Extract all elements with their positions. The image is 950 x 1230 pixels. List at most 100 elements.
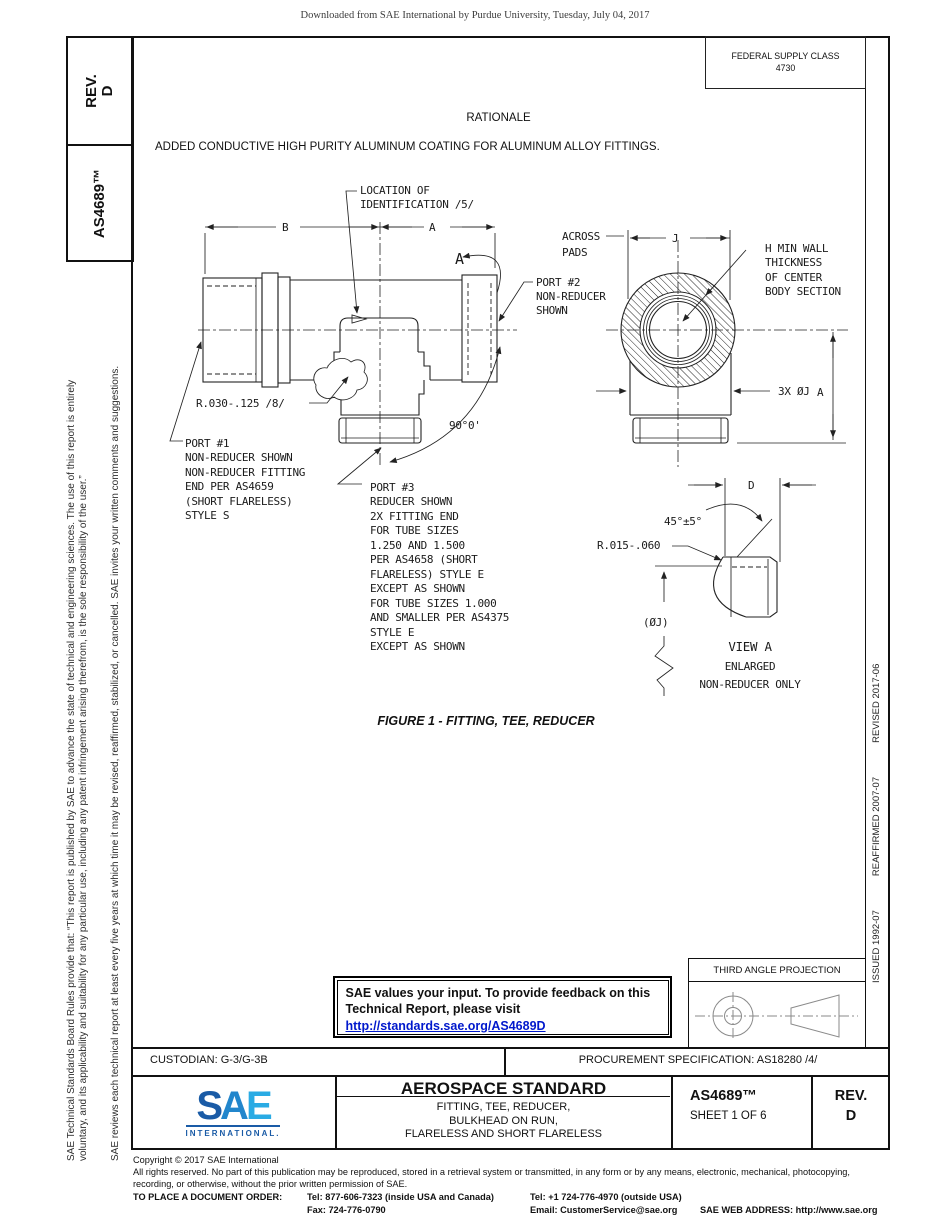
view-a-detail	[654, 478, 816, 696]
title-rev-label: REV.	[834, 1088, 868, 1104]
dim-a-side-label: A	[817, 386, 824, 399]
rationale-text: ADDED CONDUCTIVE HIGH PURITY ALUMINUM CO…	[155, 141, 660, 153]
port1-line1: PORT #1	[185, 437, 229, 450]
view-a-title: VIEW A	[728, 639, 772, 654]
hmin-line3: OF CENTER	[765, 271, 823, 284]
projection-label: THIRD ANGLE PROJECTION	[689, 959, 865, 982]
feedback-line1: SAE values your input. To provide feedba…	[345, 985, 651, 1000]
subtitle-line3: FLARELESS AND SHORT FLARELESS	[404, 1128, 603, 1140]
subtitle-line2: BULKHEAD ON RUN,	[449, 1114, 558, 1127]
port3-line11: STYLE E	[370, 626, 414, 639]
fsc-value: 4730	[775, 63, 796, 73]
number-cell-divider	[671, 1077, 673, 1150]
sae-logo-subtext: INTERNATIONAL.	[185, 1125, 281, 1138]
rights-line1: All rights reserved. No part of this pub…	[133, 1167, 850, 1177]
port3-line10: AND SMALLER PER AS4375	[370, 611, 509, 624]
dim-j-label: J	[672, 232, 678, 245]
rev-box-text: REV. D	[82, 74, 116, 108]
port3-line4: FOR TUBE SIZES	[370, 524, 459, 537]
custodian-cell: CUSTODIAN: G-3/G-3B	[150, 1054, 268, 1066]
port2-line1: PORT #2	[536, 276, 580, 289]
view-a-sub2: NON-REDUCER ONLY	[699, 678, 801, 691]
rights-line2: recording, or otherwise, without the pri…	[133, 1179, 408, 1189]
subtitle-line1: FITTING, TEE, REDUCER,	[436, 1101, 571, 1113]
logo-letter-e: E	[245, 1084, 273, 1128]
port3-line9: FOR TUBE SIZES 1.000	[370, 597, 496, 610]
sidebar-disclaimer: SAE Technical Standards Board Rules prov…	[66, 281, 90, 1161]
port3-line1: PORT #3	[370, 481, 414, 494]
logo-cell-divider	[335, 1077, 337, 1150]
feedback-box-inner: SAE values your input. To provide feedba…	[336, 979, 669, 1035]
rev-value: D	[98, 85, 116, 97]
fsc-label: FEDERAL SUPPLY CLASS	[731, 51, 840, 61]
custodian-row-top-rule	[131, 1047, 890, 1049]
web-address: SAE WEB ADDRESS: http://www.sae.org	[700, 1205, 878, 1215]
title-doc-number: AS4689™	[690, 1088, 757, 1104]
sae-logo-letters: SAE	[196, 1086, 272, 1126]
across-pads-line1: ACROSS	[562, 230, 600, 243]
oj-ref-label: (ØJ)	[643, 616, 668, 629]
figure-1-drawing: LOCATION OF IDENTIFICATION /5/ B A A POR…	[169, 184, 848, 696]
across-pads-line2: PADS	[562, 246, 587, 259]
port1-line6: STYLE S	[185, 509, 229, 522]
tel-outside: Tel: +1 724-776-4970 (outside USA)	[530, 1192, 682, 1202]
title-rev-value: D	[845, 1108, 857, 1124]
custodian-divider	[504, 1049, 506, 1075]
port3-line12: EXCEPT AS SHOWN	[370, 640, 465, 653]
download-header: Downloaded from SAE International by Pur…	[300, 10, 650, 21]
port3-line8: EXCEPT AS SHOWN	[370, 582, 465, 595]
port3-line2: REDUCER SHOWN	[370, 495, 452, 508]
tel-inside: Tel: 877-606-7323 (inside USA and Canada…	[307, 1192, 494, 1202]
logo-letter-a: A	[220, 1084, 249, 1128]
rev-cell-divider	[811, 1077, 813, 1150]
projection-symbol	[695, 992, 858, 1040]
port1-line3: NON-REDUCER FITTING	[185, 466, 305, 479]
email-address: Email: CustomerService@sae.org	[530, 1205, 678, 1215]
title-row-top-rule	[131, 1075, 890, 1077]
standard-subtitle: FITTING, TEE, REDUCER, BULKHEAD ON RUN, …	[337, 1101, 670, 1142]
rev-label: REV.	[82, 74, 100, 108]
doc-number-box: AS4689™	[66, 144, 134, 262]
order-label: TO PLACE A DOCUMENT ORDER:	[133, 1192, 283, 1202]
feedback-box: SAE values your input. To provide feedba…	[333, 976, 672, 1038]
sidebar-review-note: SAE reviews each technical report at lea…	[110, 365, 121, 1161]
angle-45-label: 45°±5°	[664, 515, 702, 528]
port1-line4: END PER AS4659	[185, 480, 274, 493]
dim-3xoj-label: 3X ØJ	[778, 385, 810, 398]
drawing-labels: LOCATION OF IDENTIFICATION /5/ B A A POR…	[185, 184, 841, 691]
port1-line2: NON-REDUCER SHOWN	[185, 451, 292, 464]
hmin-line1: H MIN WALL	[765, 242, 829, 255]
copyright-line: Copyright © 2017 SAE International	[133, 1155, 279, 1165]
port2-line3: SHOWN	[536, 304, 568, 317]
figure-caption: FIGURE 1 - FITTING, TEE, REDUCER	[377, 714, 595, 728]
rationale-title: RATIONALE	[466, 112, 531, 124]
tee-end-view	[596, 230, 848, 467]
view-a-sub1: ENLARGED	[725, 660, 776, 673]
dim-b-label: B	[282, 221, 289, 234]
angle-90-label: 90°0'	[449, 419, 481, 432]
sheet-number: SHEET 1 OF 6	[690, 1110, 767, 1122]
title-separator-rule	[337, 1096, 670, 1098]
federal-supply-class-box: FEDERAL SUPPLY CLASS 4730	[705, 36, 866, 89]
hmin-line2: THICKNESS	[765, 256, 822, 269]
port1-line5: (SHORT FLARELESS)	[185, 495, 292, 508]
view-arrow-letter: A	[455, 250, 464, 268]
location-id-line1: LOCATION OF	[360, 184, 430, 197]
port3-line3: 2X FITTING END	[370, 510, 459, 523]
dim-d-label: D	[748, 479, 754, 492]
sae-logo: SAE INTERNATIONAL.	[131, 1079, 335, 1147]
radius-note2: R.015-.060	[597, 539, 660, 552]
disclaimer-line-1: SAE Technical Standards Board Rules prov…	[66, 379, 77, 1161]
third-angle-projection-box: THIRD ANGLE PROJECTION	[688, 958, 866, 1048]
standard-type-title: AEROSPACE STANDARD	[400, 1079, 607, 1098]
right-column-divider	[864, 38, 867, 1048]
feedback-link[interactable]: http://standards.sae.org/AS4689D	[345, 1018, 546, 1033]
doc-number-rotated: AS4689™	[91, 168, 109, 238]
disclaimer-line-2: voluntary, and its applicability and sui…	[77, 475, 89, 1161]
dim-a-label: A	[429, 221, 436, 234]
radius-note: R.030-.125 /8/	[196, 397, 285, 410]
location-id-line2: IDENTIFICATION /5/	[360, 198, 474, 211]
port3-line5: 1.250 AND 1.500	[370, 539, 465, 552]
logo-letter-s: S	[196, 1084, 223, 1128]
